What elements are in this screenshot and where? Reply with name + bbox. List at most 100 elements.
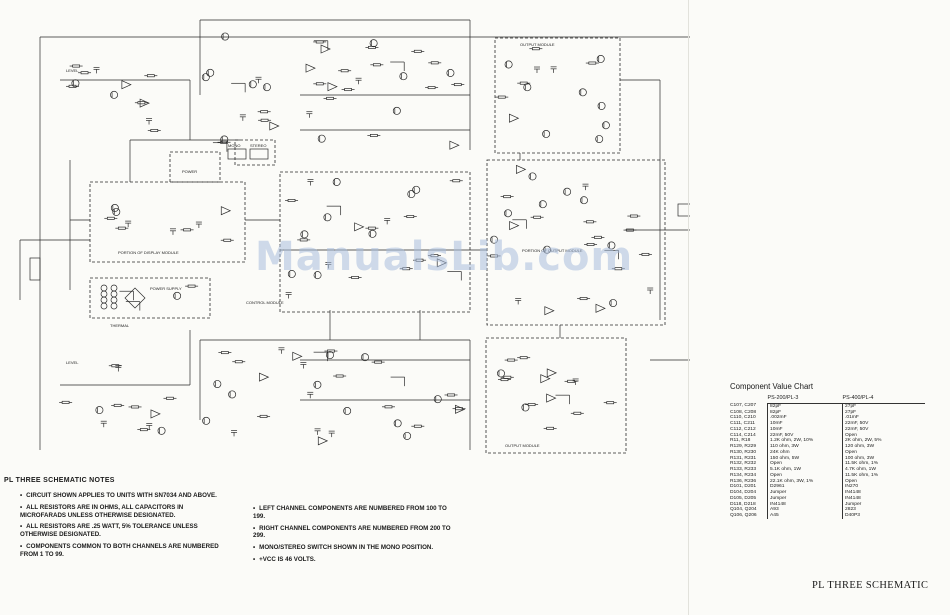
table-cell-b: 11.5K ohm, 1% (842, 472, 925, 479)
table-cell-ref: Q106, Q206 (730, 513, 757, 518)
resistor-symbol (117, 226, 126, 230)
table-cell-a: Jumper (767, 495, 843, 502)
table-cell-a: D2961 (767, 484, 843, 490)
table-cell-a: Open (767, 472, 843, 479)
resistor-symbol (497, 95, 506, 99)
resistor-symbol (335, 374, 344, 378)
table-row: C110, C210.002mF.01mF (730, 415, 925, 421)
resistor-symbol (413, 424, 422, 428)
table-cell-a: 5.1K ohm, 1W (767, 467, 843, 473)
input-connector (29, 257, 41, 281)
module-outline (89, 277, 211, 319)
transistor-symbol (110, 90, 119, 99)
table-cell-ref: C108, C208 (730, 409, 757, 415)
resistor-symbol (113, 403, 122, 407)
transistor-symbol (597, 101, 606, 110)
note-item: Mono/stereo switch shown in the mono pos… (253, 544, 453, 552)
resistor-symbol (372, 63, 381, 67)
transistor-symbol (403, 431, 412, 440)
resistor-symbol (166, 396, 174, 400)
transistor-symbol (521, 403, 530, 412)
bridge-rectifier-symbol (124, 287, 146, 309)
table-cell-ref: R129, R229 (730, 444, 757, 449)
table-cell-ref: R136, R236 (730, 478, 757, 484)
op-amp-symbol (546, 393, 557, 403)
note-item: All resistors are .25 watt, 5% tolerance… (20, 523, 230, 539)
table-cell-b: IN4148 (842, 495, 925, 502)
table-cell-a: 10mF (767, 426, 843, 433)
resistor-symbol (527, 403, 536, 407)
op-amp-symbol (292, 351, 303, 361)
resistor-symbol (259, 414, 268, 418)
resistor-symbol (80, 71, 89, 75)
module-outline (486, 159, 666, 326)
transistor-symbol (95, 406, 104, 415)
resistor-symbol (344, 88, 352, 92)
transistor-symbol (407, 190, 416, 199)
transistor-symbol (596, 55, 605, 63)
transistor-symbol (433, 395, 442, 404)
resistor-symbol (427, 86, 436, 90)
mono-label: MONO (228, 143, 240, 148)
resistor-symbol (630, 214, 638, 218)
resistor-symbol (61, 400, 70, 404)
table-cell-a: 10mF (767, 421, 843, 427)
table-cell-a: IN4148 (767, 501, 843, 508)
page-fold (688, 0, 689, 615)
transistor-symbol (490, 235, 498, 244)
resistor-symbol (384, 405, 393, 409)
transistor-symbol (368, 229, 377, 238)
transistor-symbol (262, 83, 271, 92)
transformer-coil (110, 296, 118, 304)
resistor-symbol (588, 61, 597, 65)
note-item: +VCC is 46 volts. (253, 556, 453, 564)
transistor-symbol (220, 135, 229, 144)
transistor-symbol (326, 351, 334, 360)
watermark: ManualsLib.com (255, 234, 634, 280)
transistor-symbol (323, 213, 332, 222)
resistor-symbol (150, 129, 159, 132)
transistor-symbol (201, 73, 210, 82)
transistor-symbol (538, 200, 547, 209)
thermal-label: THERMAL (110, 323, 130, 328)
output-module-label-bottom: OUTPUT MODULE (505, 443, 540, 448)
table-cell-ref: R130, R230 (730, 449, 757, 455)
transistor-symbol (523, 83, 532, 92)
resistor-symbol (406, 215, 415, 218)
component-chart-title: Component Value Chart (730, 382, 814, 391)
resistor-symbol (447, 393, 455, 397)
resistor-symbol (519, 356, 528, 360)
transistor-symbol (300, 230, 309, 239)
module-outline (234, 139, 276, 166)
transistor-symbol (607, 241, 616, 250)
op-amp-symbol (544, 306, 555, 316)
table-cell-b: 2823 (842, 507, 925, 513)
transistor-symbol (202, 416, 211, 425)
resistor-symbol (106, 216, 115, 220)
resistor-symbol (453, 83, 462, 87)
table-cell-ref: D101, D201 (730, 484, 757, 490)
transistor-symbol (392, 106, 401, 115)
module-outline (169, 151, 221, 183)
resistor-symbol (234, 360, 243, 364)
table-cell-ref: R132, R232 (730, 461, 757, 467)
table-cell-b: 22mF, 50V (842, 426, 925, 433)
transistor-symbol (578, 88, 587, 97)
transformer-coil (110, 302, 118, 310)
resistor-symbol (368, 45, 376, 49)
column-header-ps200: PS-200/PL-3 (767, 395, 843, 404)
table-cell-a: 22.1K ohm, 3W, 1% (767, 478, 843, 485)
transistor-symbol (221, 32, 230, 41)
table-cell-a: .002mF (767, 415, 843, 421)
op-amp-symbol (455, 404, 466, 414)
transistor-symbol (71, 79, 80, 88)
transistor-symbol (528, 172, 537, 181)
notes-title: PL THREE SCHEMATIC NOTES (4, 477, 115, 484)
power-switch-label: POWER (182, 169, 197, 174)
